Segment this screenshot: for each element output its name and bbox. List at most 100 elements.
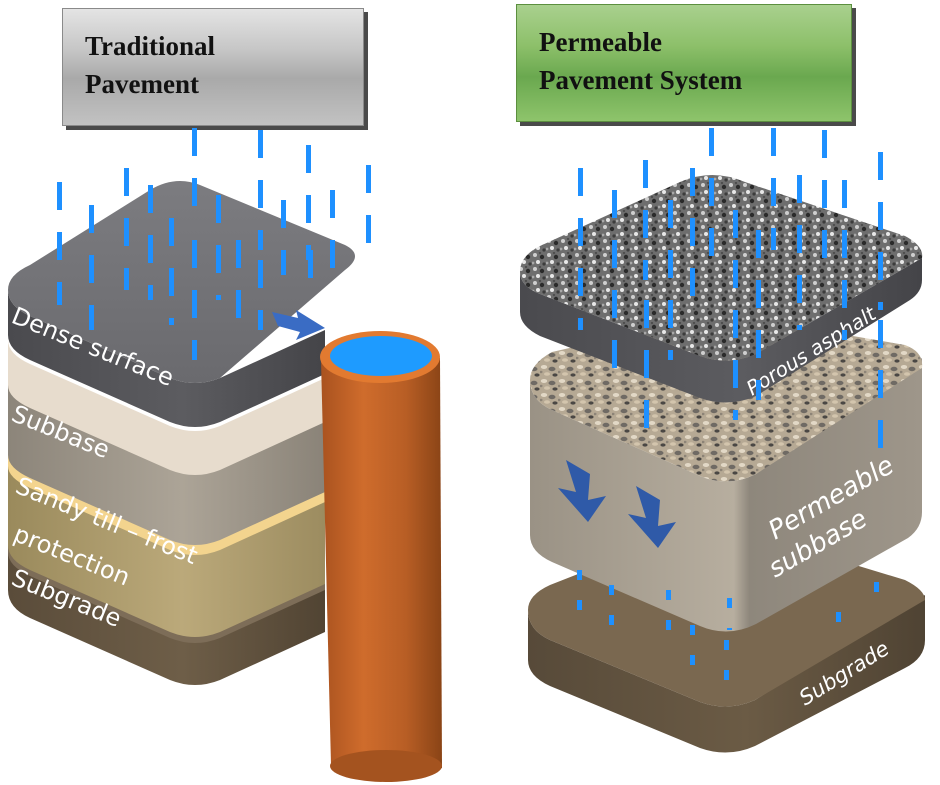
rain-drop — [878, 202, 883, 230]
rain-drop — [577, 570, 582, 580]
rain-drop — [690, 218, 695, 246]
runoff-arrow-icon — [272, 310, 325, 340]
rain-drop — [577, 600, 582, 610]
rain-drops — [57, 128, 883, 680]
rain-drop — [192, 340, 197, 360]
pipe-bottom — [330, 750, 442, 782]
rain-drop — [258, 310, 263, 330]
rain-drop — [306, 145, 311, 173]
rain-drop — [797, 225, 802, 253]
rain-drop — [89, 305, 94, 330]
rain-drop — [727, 598, 732, 608]
rain-drop — [724, 670, 729, 680]
rain-drop — [306, 195, 311, 223]
rain-drop — [690, 625, 695, 635]
pipe-water — [330, 336, 432, 376]
rain-drop — [709, 128, 714, 156]
rain-drop — [644, 400, 649, 428]
rain-drop — [643, 160, 648, 188]
rain-drop — [366, 165, 371, 193]
rain-drop — [609, 615, 614, 625]
rain-drop — [797, 325, 802, 330]
rain-drop — [878, 152, 883, 180]
rain-drop — [330, 240, 335, 268]
rain-drop — [57, 232, 62, 260]
traditional-pavement-title: Traditional Pavement — [62, 8, 364, 126]
rain-drop — [666, 590, 671, 600]
rain-drop — [612, 240, 617, 268]
rain-drop — [836, 612, 841, 622]
rain-drop — [308, 250, 313, 278]
rain-drop — [612, 340, 617, 368]
perm-subbase-side — [530, 358, 922, 632]
rain-drop — [822, 230, 827, 258]
rain-drop — [733, 260, 738, 288]
rain-drop — [668, 300, 673, 328]
perm-subgrade-side — [528, 595, 925, 753]
rain-drop — [578, 268, 583, 296]
rain-drop — [258, 180, 263, 208]
rain-drop — [236, 290, 241, 318]
rain-drop — [578, 218, 583, 246]
rain-drop — [690, 168, 695, 196]
rain-drop — [216, 295, 221, 300]
rain-drop — [258, 260, 263, 288]
rain-drop — [668, 350, 673, 360]
porous-asphalt-side — [520, 258, 922, 403]
rain-drop — [666, 620, 671, 630]
infiltration-arrow-icon — [628, 486, 676, 548]
rain-drop — [57, 182, 62, 210]
drainage-pipe — [320, 331, 442, 782]
rain-drop — [236, 240, 241, 268]
rain-drop — [57, 282, 62, 305]
rain-drop — [842, 280, 847, 308]
rain-drop — [124, 168, 129, 196]
rain-drop — [709, 178, 714, 206]
rain-drop — [643, 260, 648, 280]
rain-drop — [192, 290, 197, 318]
rain-drop — [89, 255, 94, 283]
rain-drop — [668, 250, 673, 278]
rain-drop — [797, 275, 802, 303]
rain-drop — [690, 268, 695, 296]
rain-drop — [148, 235, 153, 263]
rain-drop — [733, 360, 738, 388]
sandy-till-top-band — [8, 452, 325, 555]
rain-drop — [644, 300, 649, 328]
rain-drop — [258, 230, 263, 250]
rain-drop — [281, 200, 286, 228]
rain-drop — [842, 230, 847, 258]
subbase-top-band — [8, 340, 325, 475]
rain-drop — [733, 310, 738, 338]
rain-drop — [771, 228, 776, 250]
rain-drop — [644, 350, 649, 378]
rain-drop — [878, 302, 883, 310]
rain-drop — [822, 130, 827, 158]
rain-drop — [169, 218, 174, 246]
rain-drop — [724, 640, 729, 650]
rain-drop — [148, 185, 153, 213]
subgrade-layer — [8, 545, 325, 685]
rain-drop — [578, 318, 583, 330]
title-line: Traditional — [85, 31, 216, 61]
rain-drop — [756, 380, 761, 400]
rain-drop — [756, 280, 761, 308]
rain-drop — [878, 370, 883, 398]
pipe-body — [321, 358, 442, 779]
rain-drop — [756, 330, 761, 358]
rain-drop — [192, 178, 197, 206]
dense-surface-top — [8, 181, 355, 383]
rain-drop — [216, 195, 221, 223]
rain-drop — [842, 180, 847, 208]
rain-drop — [89, 205, 94, 233]
rain-drop — [169, 268, 174, 296]
rain-drop — [878, 420, 883, 448]
rain-drop — [727, 628, 732, 630]
rain-drop — [643, 210, 648, 238]
rain-drop — [612, 290, 617, 318]
rain-drop — [756, 230, 761, 258]
rain-drop — [148, 285, 153, 300]
title-line: Pavement System — [539, 65, 743, 95]
permeable-stack: Porous asphalt Permeable subbase Subgrad… — [520, 175, 925, 753]
